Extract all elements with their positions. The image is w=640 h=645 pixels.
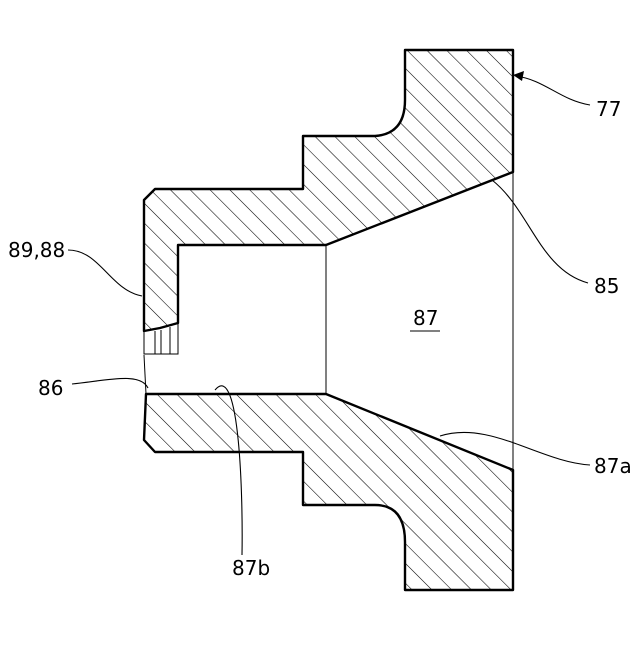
leader-86 <box>72 378 148 388</box>
upper-body-section <box>144 50 513 331</box>
leader-77-arrowhead <box>513 71 524 81</box>
label-77: 77 <box>596 97 621 121</box>
label-87: 87 <box>413 306 438 330</box>
leader-77 <box>516 76 590 105</box>
bore-inlet-line <box>144 355 146 394</box>
lower-body-section <box>144 394 513 590</box>
leader-85 <box>492 180 588 283</box>
label-89-88: 89,88 <box>8 238 65 262</box>
label-87a: 87a <box>594 454 632 478</box>
label-86: 86 <box>38 376 63 400</box>
label-87b: 87b <box>232 556 270 580</box>
label-85: 85 <box>594 274 619 298</box>
leader-89-88 <box>68 250 142 296</box>
